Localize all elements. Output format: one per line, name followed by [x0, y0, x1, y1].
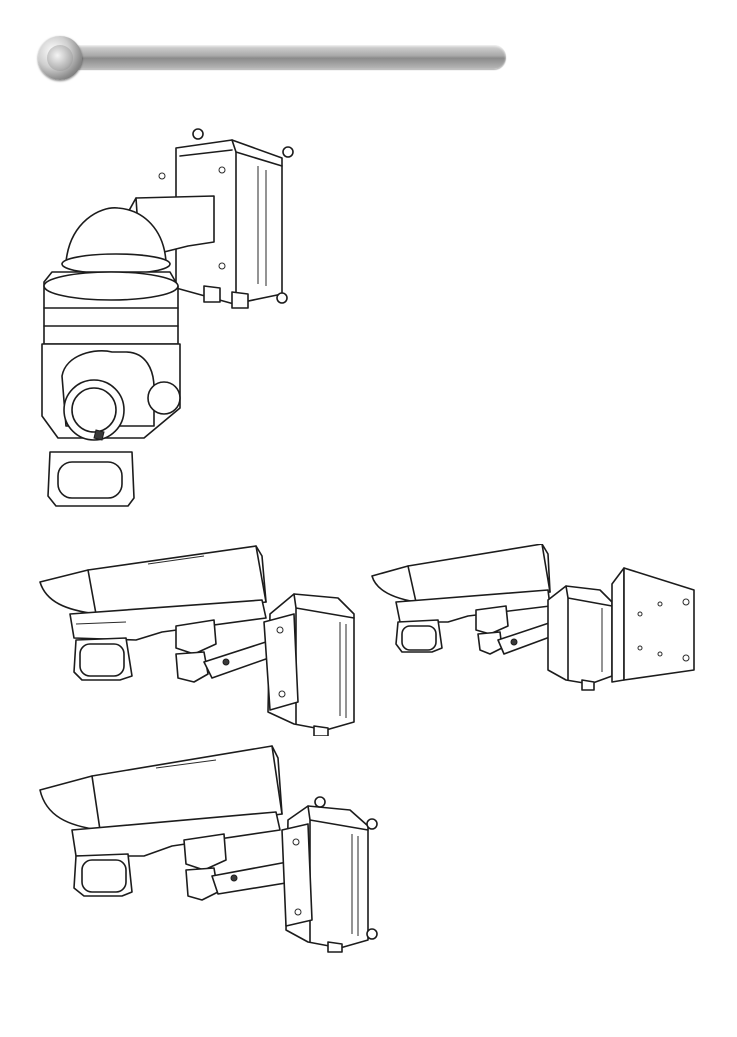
section-header-bar [38, 36, 508, 80]
box-camera-wall-mount-icon [36, 744, 381, 954]
section-bar-track [66, 45, 506, 69]
ptz-camera-wall-mount-icon [36, 126, 306, 508]
box-camera-wall-box-mount-icon [36, 544, 361, 736]
section-bullet-icon [38, 36, 82, 80]
box-camera-corner-mount-icon [368, 544, 700, 694]
